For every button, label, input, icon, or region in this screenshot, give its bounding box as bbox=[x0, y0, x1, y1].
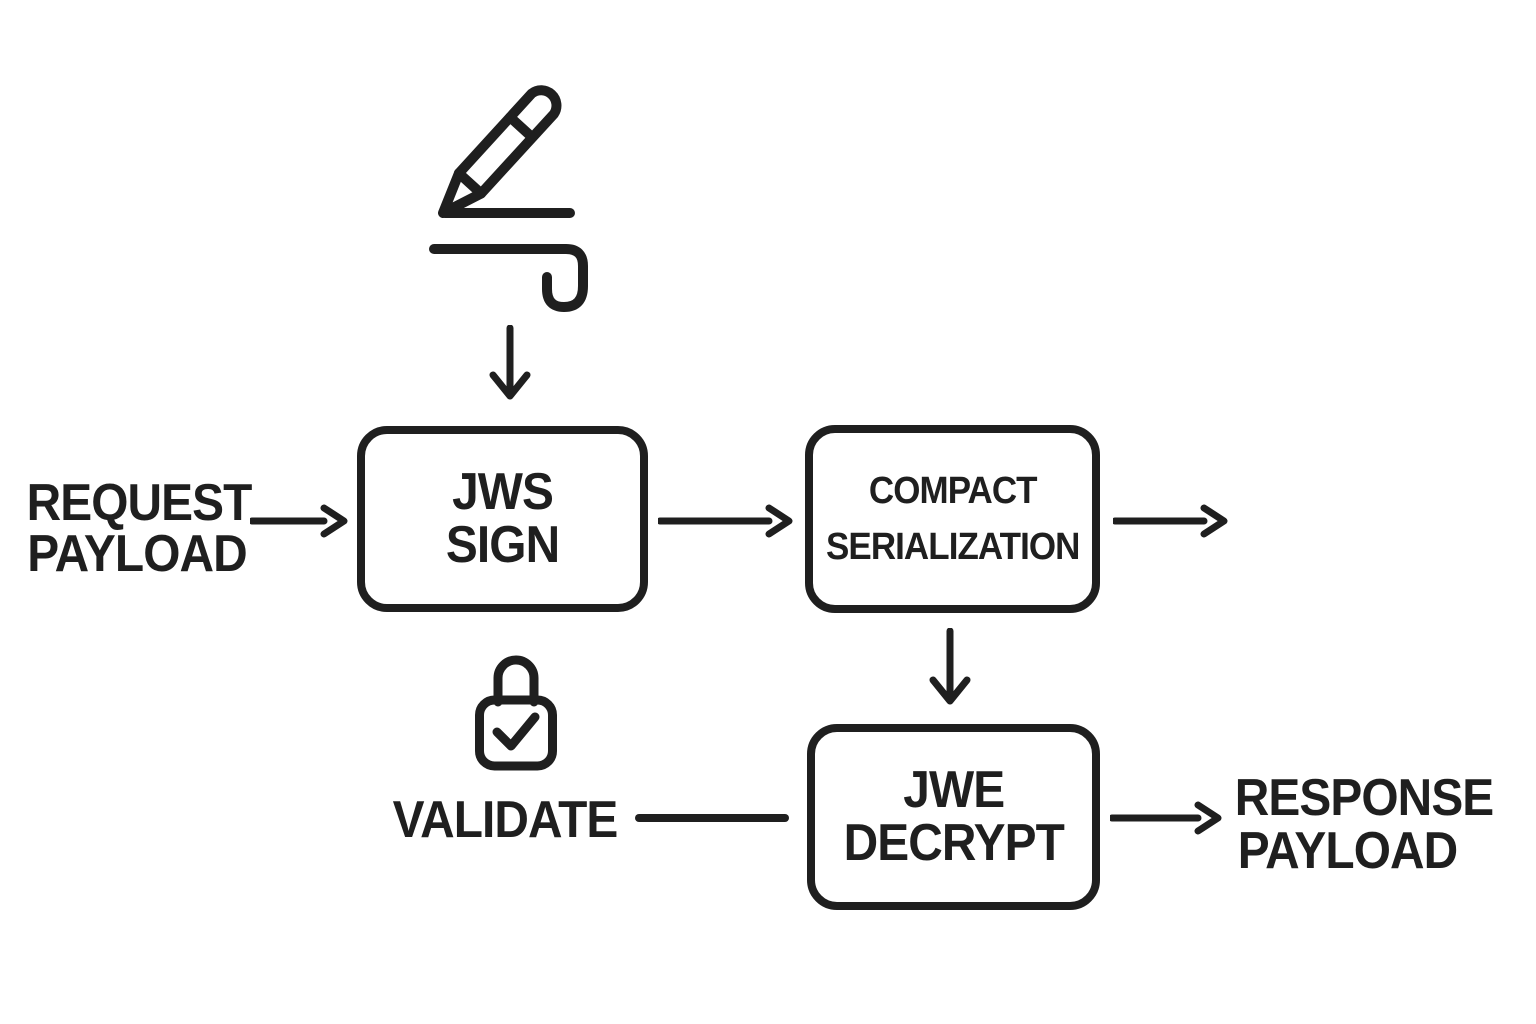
node-jws-sign: JWS SIGN bbox=[357, 426, 648, 612]
arrow-jws-to-compact bbox=[658, 504, 793, 538]
arrow-jwe-to-response bbox=[1110, 801, 1222, 835]
request-payload-label: REQUEST PAYLOAD bbox=[26, 474, 253, 583]
compact-serialization-label: COMPACT SERIALIZATION bbox=[825, 463, 1080, 575]
request-payload-line2: PAYLOAD bbox=[27, 525, 247, 583]
node-jwe-decrypt: JWE DECRYPT bbox=[807, 724, 1100, 910]
arrow-pen-to-jws bbox=[489, 325, 531, 400]
arrow-compact-right bbox=[1113, 504, 1228, 538]
arrow-request-to-jws bbox=[250, 504, 348, 538]
compact-serialization-line1: COMPACT bbox=[868, 470, 1038, 512]
request-payload-line1: REQUEST bbox=[26, 474, 253, 532]
response-payload-line2: PAYLOAD bbox=[1237, 822, 1458, 880]
response-payload-line1: RESPONSE bbox=[1234, 769, 1494, 827]
validate-label: VALIDATE bbox=[390, 791, 620, 849]
jwe-decrypt-line2: DECRYPT bbox=[843, 814, 1064, 872]
pen-signature-icon bbox=[429, 85, 588, 312]
arrow-compact-to-jwe bbox=[929, 628, 971, 705]
jwe-decrypt-label: JWE DECRYPT bbox=[843, 761, 1064, 872]
validate-connector-line bbox=[635, 814, 789, 822]
jws-sign-line1: JWS bbox=[452, 463, 554, 521]
lock-check-icon bbox=[475, 655, 557, 771]
jwe-decrypt-line1: JWE bbox=[903, 761, 1005, 819]
jws-sign-line2: SIGN bbox=[445, 516, 560, 574]
jws-sign-label: JWS SIGN bbox=[445, 463, 560, 574]
node-compact-serialization: COMPACT SERIALIZATION bbox=[805, 425, 1100, 613]
compact-serialization-line2: SERIALIZATION bbox=[825, 526, 1080, 568]
response-payload-label: RESPONSE PAYLOAD bbox=[1234, 769, 1494, 880]
validate-text: VALIDATE bbox=[392, 791, 619, 849]
